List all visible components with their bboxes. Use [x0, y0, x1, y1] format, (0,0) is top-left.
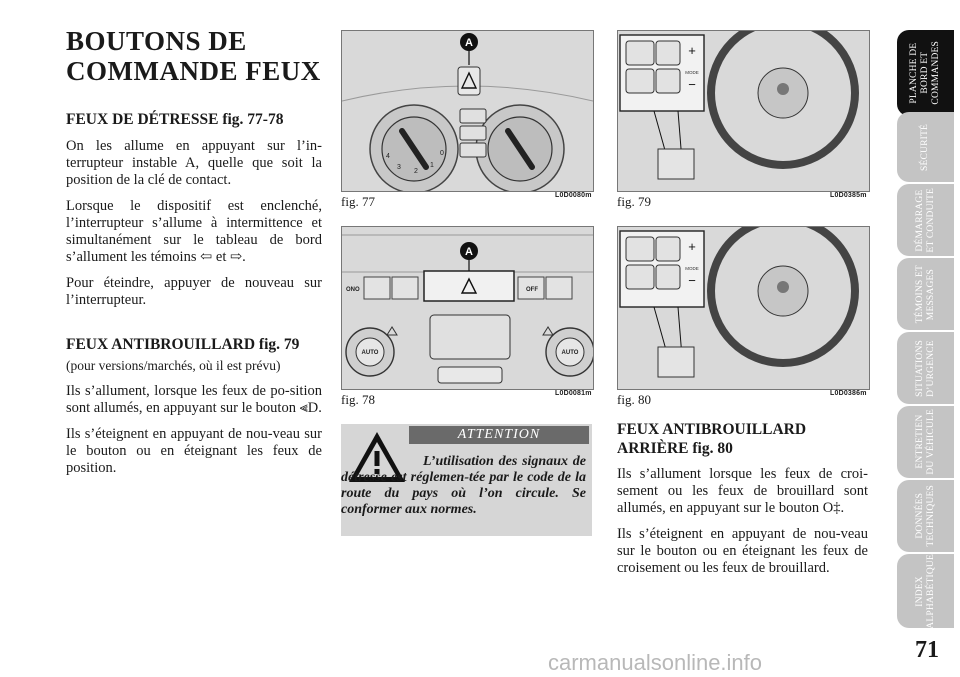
figure-78-image: OFF ONO AUTO AUTO A [341, 226, 594, 390]
warning-text: L’utilisation des signaux de détresse es… [341, 454, 586, 517]
figure-80-code: L0D0386m [830, 390, 867, 397]
tab-index[interactable]: INDEX ALPHABÉTIQUE [897, 554, 954, 628]
fig77-dial-2: 2 [414, 168, 418, 175]
fig77-dial-0: 0 [440, 150, 444, 157]
fog-paragraph-1: Ils s’allument, lorsque les feux de po-s… [66, 383, 322, 416]
tab-planche-de-bord-label: PLANCHE DE BORD ET COMMANDES [909, 41, 941, 105]
svg-text:+: + [688, 239, 696, 254]
figure-78-caption: fig. 78 [341, 392, 375, 407]
tab-planche-de-bord[interactable]: PLANCHE DE BORD ET COMMANDES [897, 30, 954, 116]
tab-donnees-techniques[interactable]: DONNÉES TECHNIQUES [897, 480, 954, 552]
rear-fog-paragraph-1: Ils s’allument lorsque les feux de croi-… [617, 466, 868, 516]
fog-subheading: (pour versions/marchés, où il est prévu) [66, 358, 281, 373]
page-title-line1: BOUTONS DE [66, 26, 247, 56]
tab-securite[interactable]: SÉCURITÉ [897, 112, 954, 182]
tab-temoins-label: TÉMOINS ET MESSAGES [914, 264, 936, 324]
warning-box: ATTENTION L’utilisation des signaux de d… [341, 424, 592, 536]
rear-fog-heading-line2: ARRIÈRE fig. 80 [617, 440, 733, 457]
rear-fog-heading-line1: FEUX ANTIBROUILLARD [617, 421, 807, 438]
tab-situations-urgence-label: SITUATIONS D’URGENCE [914, 339, 936, 397]
page-title-line2: COMMANDE FEUX [66, 56, 321, 86]
figure-79-code: L0D0385m [830, 192, 867, 199]
fig78-off-label: OFF [526, 287, 538, 293]
fig78-ono-label: ONO [346, 287, 360, 293]
fig78-auto-left: AUTO [362, 350, 379, 356]
svg-text:+: + [688, 43, 696, 58]
hazard-heading: FEUX DE DÉTRESSE fig. 77-78 [66, 111, 284, 128]
fig77-dial-1: 1 [430, 162, 434, 169]
hazard-paragraph-3: Pour éteindre, appuyer de nouveau sur l’… [66, 275, 322, 308]
figure-77-image: A 4 3 2 1 0 [341, 30, 594, 192]
figure-78-code: L0D0081m [555, 390, 592, 397]
svg-text:−: − [688, 273, 696, 288]
figure-77-code: L0D0080m [555, 192, 592, 199]
watermark: carmanualsonline.info [548, 650, 763, 675]
fig77-dial-4: 4 [386, 153, 390, 160]
figure-79-image: + − MODE [617, 30, 870, 192]
tab-situations-urgence[interactable]: SITUATIONS D’URGENCE [897, 332, 954, 404]
svg-text:−: − [688, 77, 696, 92]
tab-entretien-label: ENTRETIEN DU VÉHICULE [914, 409, 936, 475]
right-column: FEUX ANTIBROUILLARD ARRIÈRE fig. 80 Ils … [617, 420, 868, 577]
left-column: FEUX DE DÉTRESSE fig. 77-78 On les allum… [66, 110, 322, 477]
fog-paragraph-2: Ils s’éteignent en appuyant de nou-veau … [66, 426, 322, 476]
warning-triangle-icon [347, 430, 407, 484]
tab-demarrage-label: DÉMARRAGE ET CONDUITE [914, 187, 936, 253]
fig78-marker-a: A [465, 246, 473, 258]
tab-demarrage[interactable]: DÉMARRAGE ET CONDUITE [897, 184, 954, 256]
figure-77-caption: fig. 77 [341, 194, 375, 209]
warning-header: ATTENTION [409, 426, 589, 444]
rear-fog-paragraph-2: Ils s’éteignent en appuyant de nou-veau … [617, 526, 868, 576]
tab-donnees-techniques-label: DONNÉES TECHNIQUES [914, 485, 936, 547]
page-title: BOUTONS DE COMMANDE FEUX [66, 26, 321, 86]
tab-entretien[interactable]: ENTRETIEN DU VÉHICULE [897, 406, 954, 478]
fig78-auto-right: AUTO [562, 350, 579, 356]
figure-80-image: + − MODE [617, 226, 870, 390]
fig77-marker-a: A [465, 37, 473, 49]
tab-securite-label: SÉCURITÉ [920, 123, 930, 171]
hazard-paragraph-2: Lorsque le dispositif est enclenché, l’i… [66, 198, 322, 265]
tab-temoins[interactable]: TÉMOINS ET MESSAGES [897, 258, 954, 330]
figure-79-caption: fig. 79 [617, 194, 651, 209]
figure-80-caption: fig. 80 [617, 392, 651, 407]
fog-heading: FEUX ANTIBROUILLARD fig. 79 [66, 336, 300, 353]
fig77-dial-3: 3 [397, 164, 401, 171]
fig79-mode-label: MODE [685, 70, 699, 75]
tab-index-label: INDEX ALPHABÉTIQUE [914, 553, 936, 629]
hazard-paragraph-1: On les allume en appuyant sur l’in-terru… [66, 138, 322, 188]
page-number: 71 [915, 637, 939, 663]
fig80-mode-label: MODE [685, 266, 699, 271]
